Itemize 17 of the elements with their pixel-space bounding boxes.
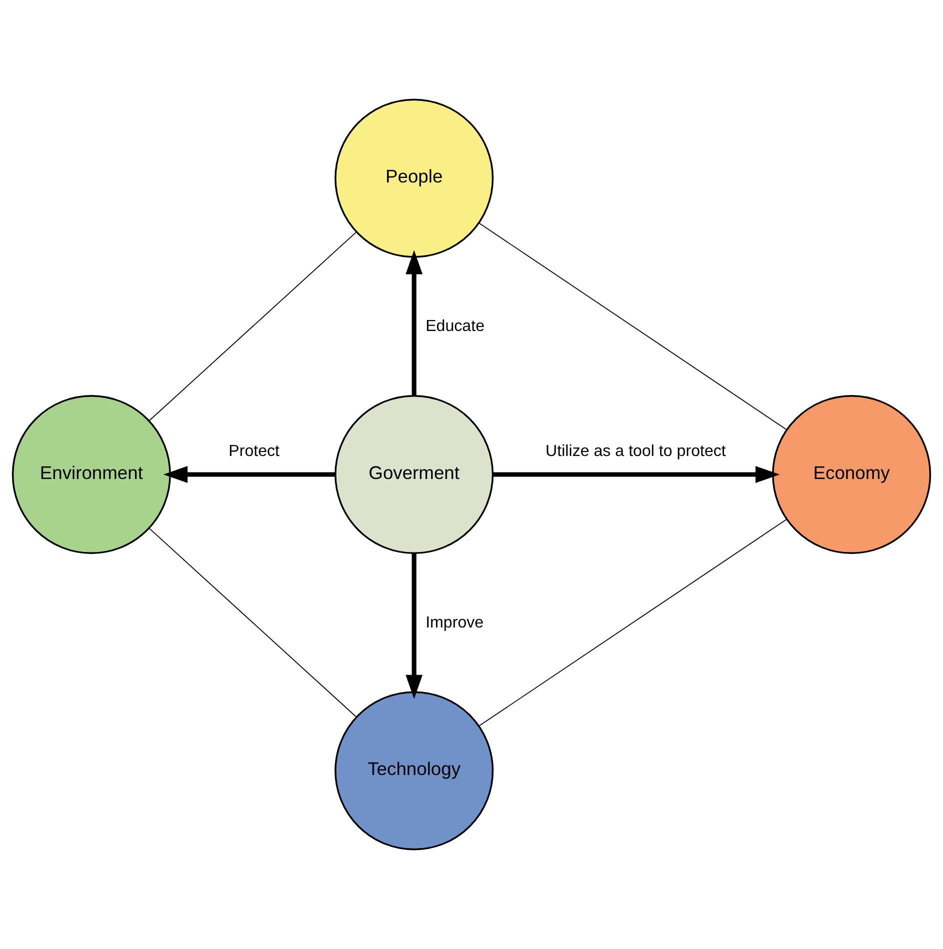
edge-label: Educate [426,317,485,336]
edge-label: Utilize as a tool to protect [546,442,726,460]
node-circle: Goverment [334,394,494,554]
arrow [406,250,423,396]
connector [148,528,357,718]
node-circle: Technology [334,691,494,850]
node-circle: People [334,98,494,258]
connector [478,222,787,430]
connector [478,518,787,726]
node-circle: Economy [772,394,932,554]
arrow [163,466,336,483]
edge-label: Improve [426,613,484,632]
edge-label: Protect [228,442,280,460]
connector [148,232,357,422]
arrow [492,466,780,483]
arrow [406,553,423,700]
node-circle: Environment [12,394,171,554]
